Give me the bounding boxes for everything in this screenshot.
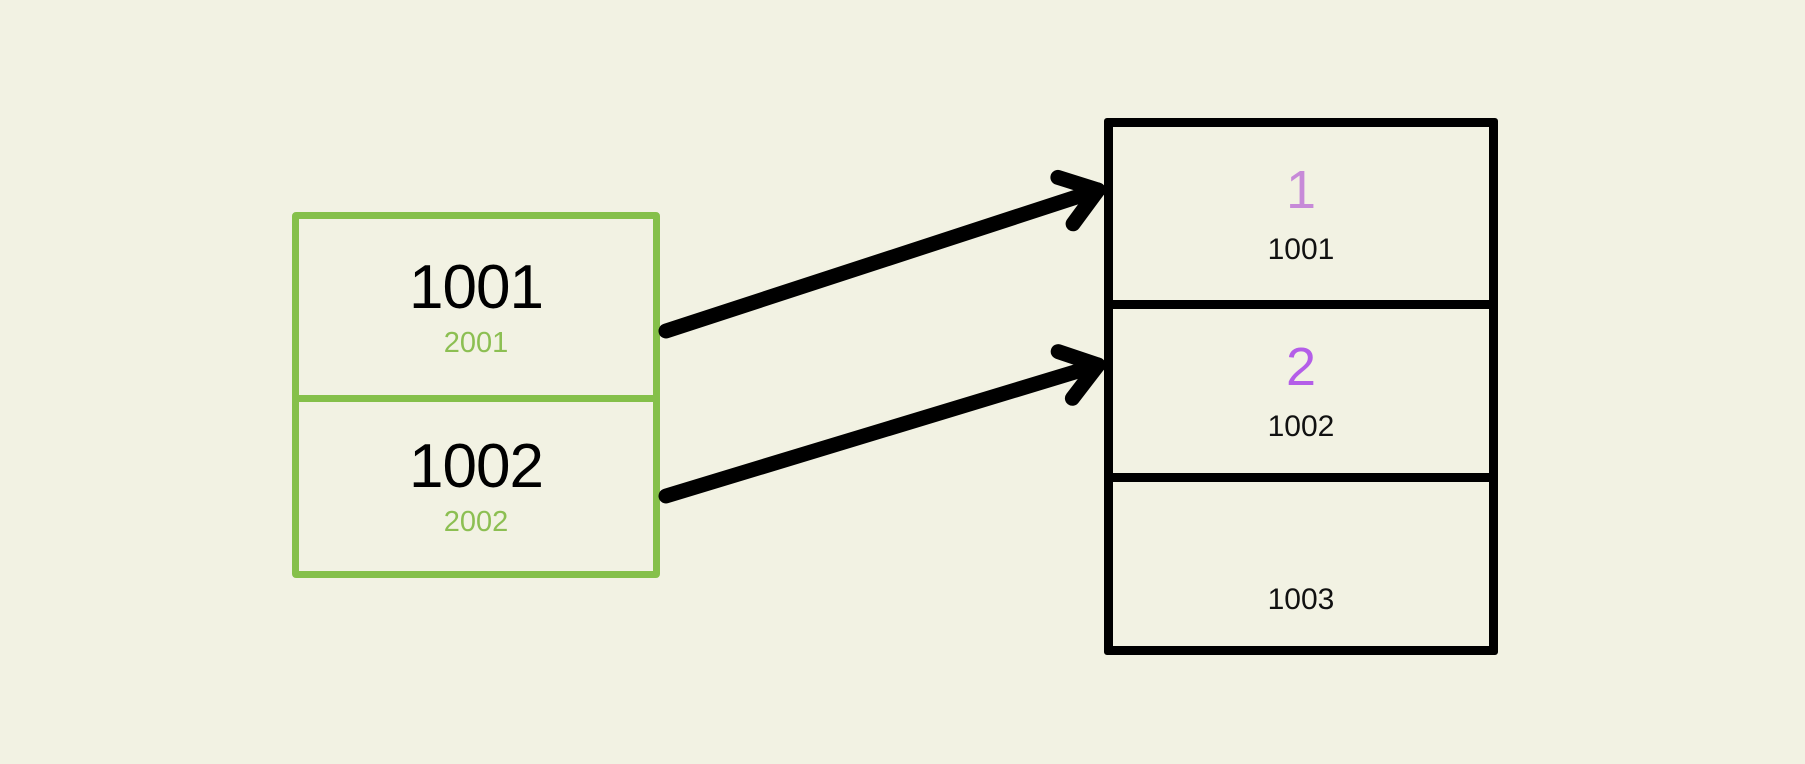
pointer-cell-1-value: 1002	[409, 432, 544, 501]
memory-cell-0: 1 1001	[1113, 127, 1489, 300]
memory-cell-2: 1003	[1113, 473, 1489, 646]
pointer-cell-0-value: 1001	[409, 252, 544, 322]
arrow-shaft	[658, 182, 1106, 339]
memory-cell-1-value: 2	[1285, 337, 1317, 397]
pointer-array-box: 1001 2001 1002 2002	[292, 212, 660, 578]
arrow-1001-to-memory-1001	[658, 169, 1106, 339]
memory-cell-0-value: 1	[1285, 159, 1317, 220]
pointer-cell-1-address: 2002	[443, 506, 509, 538]
arrow-1002-to-memory-1002	[658, 344, 1106, 504]
memory-cell-1: 2 1002	[1113, 300, 1489, 473]
pointer-cell-1: 1002 2002	[299, 395, 653, 571]
pointer-cell-0: 1001 2001	[299, 219, 653, 395]
pointer-cell-0-address: 2001	[443, 326, 509, 359]
arrow-head-icon	[1050, 169, 1106, 232]
memory-array-box: 1 1001 2 1002 1003	[1104, 118, 1498, 655]
memory-cell-1-address: 1002	[1267, 410, 1335, 443]
arrow-head-icon	[1050, 344, 1106, 406]
arrow-shaft	[658, 357, 1106, 504]
memory-cell-0-address: 1001	[1267, 232, 1335, 266]
memory-cell-2-address: 1003	[1267, 583, 1335, 616]
